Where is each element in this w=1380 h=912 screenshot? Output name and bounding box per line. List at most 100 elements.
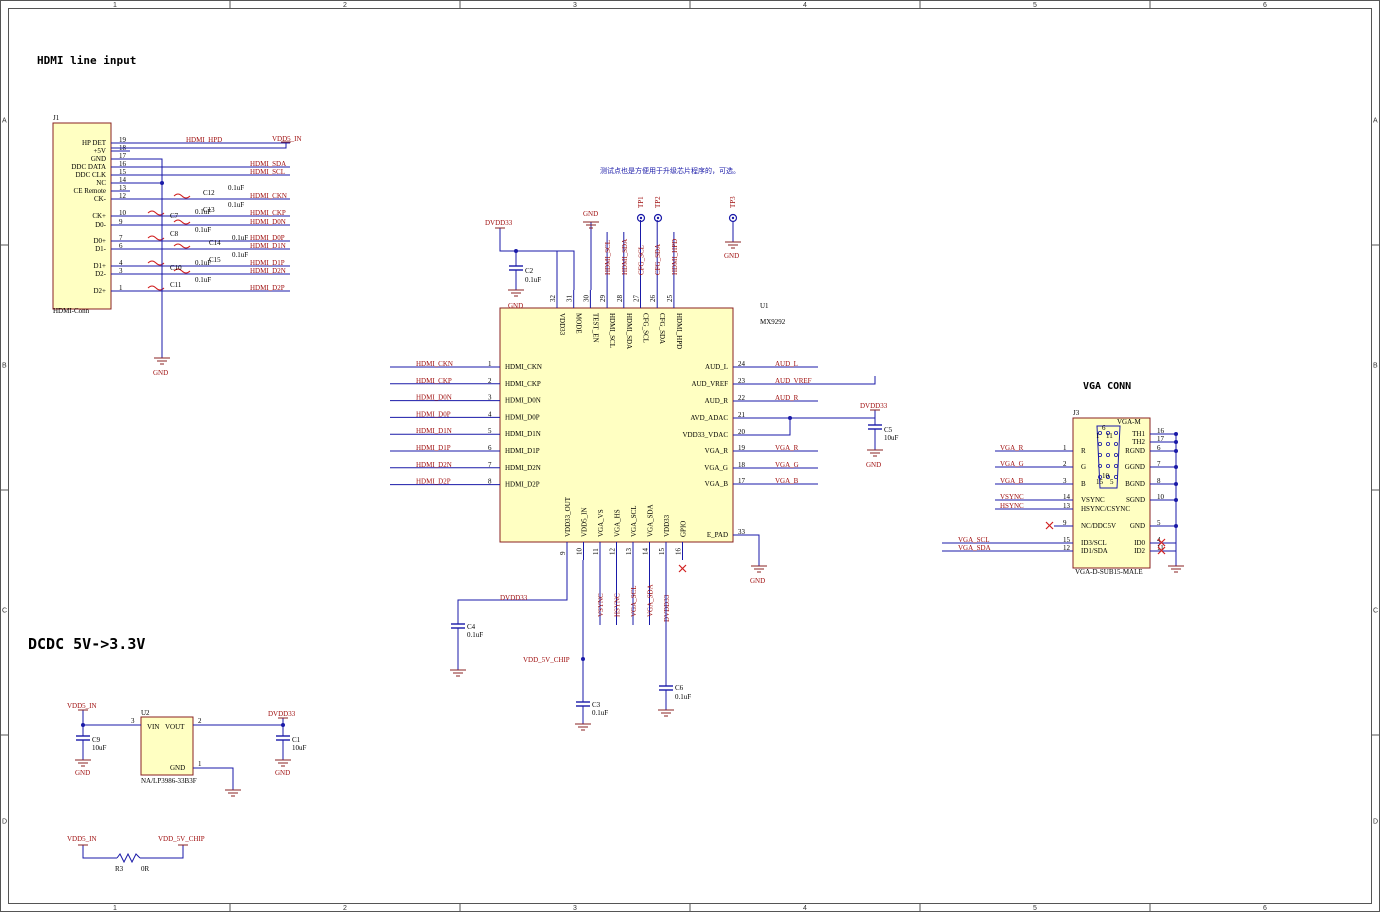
zone-col-1: 1 [113,2,117,9]
zone-col-4: 4 [803,2,807,9]
j3-right-pin-name: SGND [1126,496,1145,504]
j1-ref: J1 [53,114,60,122]
c4-val: 0.1uF [467,631,483,639]
j1-net-label: HDMI_D1P [250,259,285,267]
r3-ref: R3 [115,865,124,873]
u1-left-pin-name: HDMI_D2N [505,464,541,472]
zone-col-bottom-4: 4 [803,905,807,912]
j3-left-pin-num: 1 [1063,444,1067,452]
u1-left-pin-num: 2 [488,377,492,385]
j3-left-pin-num: 2 [1063,460,1067,468]
j1-cap-val: 0.1uF [228,184,244,192]
zone-row-B: B [2,363,7,370]
j3-left-pin-name: ID1/SDA [1081,547,1108,555]
u1-bottom-pin-num: 14 [642,548,650,556]
zone-col-bottom-6: 6 [1263,905,1267,912]
u1-left-pin-num: 6 [488,444,492,452]
j3-left-pin-num: 14 [1063,493,1071,501]
u1-right-pin-num: 19 [738,444,746,452]
u1-right-net: VGA_G [775,461,799,469]
j1-pin-num: 19 [119,136,127,144]
u1-left-pin-name: HDMI_CKN [505,363,542,371]
c5-gnd-label: GND [866,461,881,469]
u1-bottom-pin-num: 9 [559,551,567,555]
ground-symbol [867,449,883,457]
j1-net-label: HDMI_CKN [250,192,287,200]
j3-right-pin-num: 16 [1157,427,1165,435]
j3-left-net: VGA_SCL [958,536,990,544]
j1-pin-num: 6 [119,242,123,250]
j3-left-pin-name: R [1081,447,1086,455]
ground-symbol [725,241,741,249]
j3-right-pin-name: ID2 [1134,547,1145,555]
j3-conn-pin-num: 6 [1102,424,1106,432]
j1-pin-name: DDC CLK [75,171,106,179]
j1-net-label: HDMI_SCL [250,168,285,176]
j3-left-net: VGA_G [1000,460,1024,468]
j1-pin-num: 3 [119,267,123,275]
u1-bottom-pin-name: VGA_SDA [647,504,655,537]
j1-pin-num: 12 [119,192,127,200]
r3-val: 0R [141,865,150,873]
u1-left-net: HDMI_D0N [416,394,452,402]
j1-cap-ref: C15 [209,256,221,264]
zone-row-right-B: B [1373,363,1378,370]
j1-cap-val: 0.1uF [195,276,211,284]
u1-left-pin-num: 1 [488,360,492,368]
j1-cap-val: 0.1uF [228,201,244,209]
u1-left-pin-name: HDMI_D1N [505,430,541,438]
j1-cap-ref: C7 [170,212,179,220]
ground-symbol [751,565,767,573]
c5-ref: C5 [884,426,893,434]
u1-right-pin-name: VGA_G [704,464,728,472]
u1-bottom-pin-name: GPIO [680,521,688,537]
zone-col-bottom-1: 1 [113,905,117,912]
u1-part: MX9292 [760,318,786,326]
j1-net-label: HDMI_D0P [250,234,285,242]
u1-right-pin-num: 24 [738,360,746,368]
j1-pin-num: 9 [119,218,123,226]
u1-ref: U1 [760,302,769,310]
dcdc-heading: DCDC 5V->3.3V [28,635,145,653]
j3-left-net: VGA_R [1000,444,1024,452]
u1-bottom-pin-num: 16 [675,548,683,556]
u1-right-pin-name: AUD_L [705,363,728,371]
u1-right-pin-num: 18 [738,461,746,469]
c1-ref: C1 [292,736,301,744]
zone-row-right-A: A [1373,118,1378,125]
u1-bottom-net: HSYNC [614,593,622,617]
j1-net-label: HDMI_D0N [250,218,286,226]
u2-ref: U2 [141,709,150,717]
ground-symbol [450,669,466,677]
u1-left-net: HDMI_CKN [416,360,453,368]
j1-pin-num: 10 [119,209,127,217]
test-point-note: 测试点也是方便用于升级芯片程序的，可选。 [600,166,740,175]
test-point-tp2 [653,213,663,223]
j3-left-pin-name: B [1081,480,1086,488]
j3-right-pin-num: 17 [1157,435,1165,443]
u1-top-pin-num: 29 [599,295,607,303]
j1-pin-name: D2- [95,270,107,278]
j1-pin-name: GND [91,155,106,163]
c3-ref: C3 [592,701,601,709]
test-point-tp3 [728,213,738,223]
u1-bottom-pin-name: VDD33 [663,514,671,537]
u2-vdd5-in-label: VDD5_IN [67,702,97,710]
j3-right-pin-num: 11 [1157,544,1164,552]
j3-right-pin-num: 7 [1157,460,1161,468]
j1-net-label: HDMI_CKP [250,209,286,217]
u1-bottom-pin-name: VGA_SCL [630,505,638,537]
j3-body [1072,417,1151,569]
u1-right-pin-num: 23 [738,377,746,385]
j1-vdd5-in-label: VDD5_IN [272,135,302,143]
u1-body [499,307,734,543]
j3-left-net: HSYNC [1000,502,1024,510]
u1-capacitors: C2 0.1uF C5 10uF C4 0.1uF C3 0.1uF C6 0.… [467,267,899,717]
r3-vdd5v-chip-label: VDD_5V_CHIP [158,835,205,843]
u2-pin1: 1 [198,760,202,768]
test-point-label: TP2 [654,196,662,208]
j1-pin-name: DDC DATA [71,163,106,171]
j3-left-pin-name: NC/DDC5V [1081,522,1116,530]
j3-left-pin-name: ID3/SCL [1081,539,1107,547]
u1-bottom-pin-num: 12 [609,548,617,556]
